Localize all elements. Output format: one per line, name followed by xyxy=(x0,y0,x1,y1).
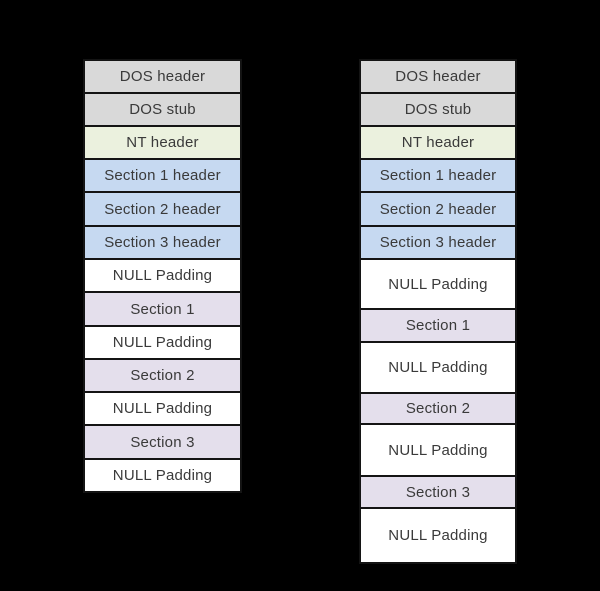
block-null-padding: NULL Padding xyxy=(359,341,517,394)
block-label: NULL Padding xyxy=(388,527,488,544)
block-section-1: Section 1 xyxy=(83,291,242,327)
block-section-3: Section 3 xyxy=(83,424,242,460)
block-label: NULL Padding xyxy=(388,441,488,459)
block-label: NULL Padding xyxy=(112,334,213,351)
block-label: NULL Padding xyxy=(112,467,213,484)
block-null-padding: NULL Padding xyxy=(83,325,242,360)
block-label: DOS stub xyxy=(404,101,472,118)
block-label: Section 1 xyxy=(130,300,195,318)
block-dos-header: DOS header xyxy=(359,59,517,94)
block-null-padding: NULL Padding xyxy=(359,507,517,564)
block-section-1: Section 1 xyxy=(359,308,517,343)
block-label: NT header xyxy=(401,134,475,151)
block-label: Section 1 header xyxy=(379,167,497,184)
block-null-padding: NULL Padding xyxy=(359,258,517,310)
block-section-2: Section 2 xyxy=(359,392,517,425)
block-null-padding: NULL Padding xyxy=(83,258,242,293)
block-label: Section 3 header xyxy=(104,234,221,251)
block-label: Section 3 header xyxy=(379,234,497,251)
block-label: Section 2 xyxy=(130,367,195,384)
block-null-padding: NULL Padding xyxy=(83,458,242,493)
block-label: NULL Padding xyxy=(112,267,213,284)
block-nt-header: NT header xyxy=(83,125,242,160)
block-label: Section 2 header xyxy=(379,200,497,218)
block-label: NULL Padding xyxy=(388,359,488,376)
block-label: Section 1 xyxy=(405,317,471,334)
block-label: Section 3 xyxy=(405,483,471,501)
block-section-2-header: Section 2 header xyxy=(83,191,242,227)
block-section-2-header: Section 2 header xyxy=(359,191,517,227)
block-section-3-header: Section 3 header xyxy=(359,225,517,260)
block-label: NT header xyxy=(126,134,199,151)
block-label: Section 2 header xyxy=(104,200,221,218)
block-dos-stub: DOS stub xyxy=(83,92,242,127)
block-section-3-header: Section 3 header xyxy=(83,225,242,260)
block-label: Section 1 header xyxy=(104,167,221,184)
block-section-3: Section 3 xyxy=(359,475,517,509)
block-label: DOS header xyxy=(395,68,481,85)
block-section-1-header: Section 1 header xyxy=(83,158,242,193)
block-dos-stub: DOS stub xyxy=(359,92,517,127)
block-label: DOS header xyxy=(119,68,206,85)
block-label: Section 3 xyxy=(130,433,195,451)
block-section-2: Section 2 xyxy=(83,358,242,393)
block-label: NULL Padding xyxy=(112,400,213,417)
block-section-1-header: Section 1 header xyxy=(359,158,517,193)
block-dos-header: DOS header xyxy=(83,59,242,94)
block-label: Section 2 xyxy=(405,400,471,417)
block-nt-header: NT header xyxy=(359,125,517,160)
block-label: DOS stub xyxy=(129,101,196,118)
block-null-padding: NULL Padding xyxy=(83,391,242,426)
block-null-padding: NULL Padding xyxy=(359,423,517,477)
block-label: NULL Padding xyxy=(388,275,488,293)
